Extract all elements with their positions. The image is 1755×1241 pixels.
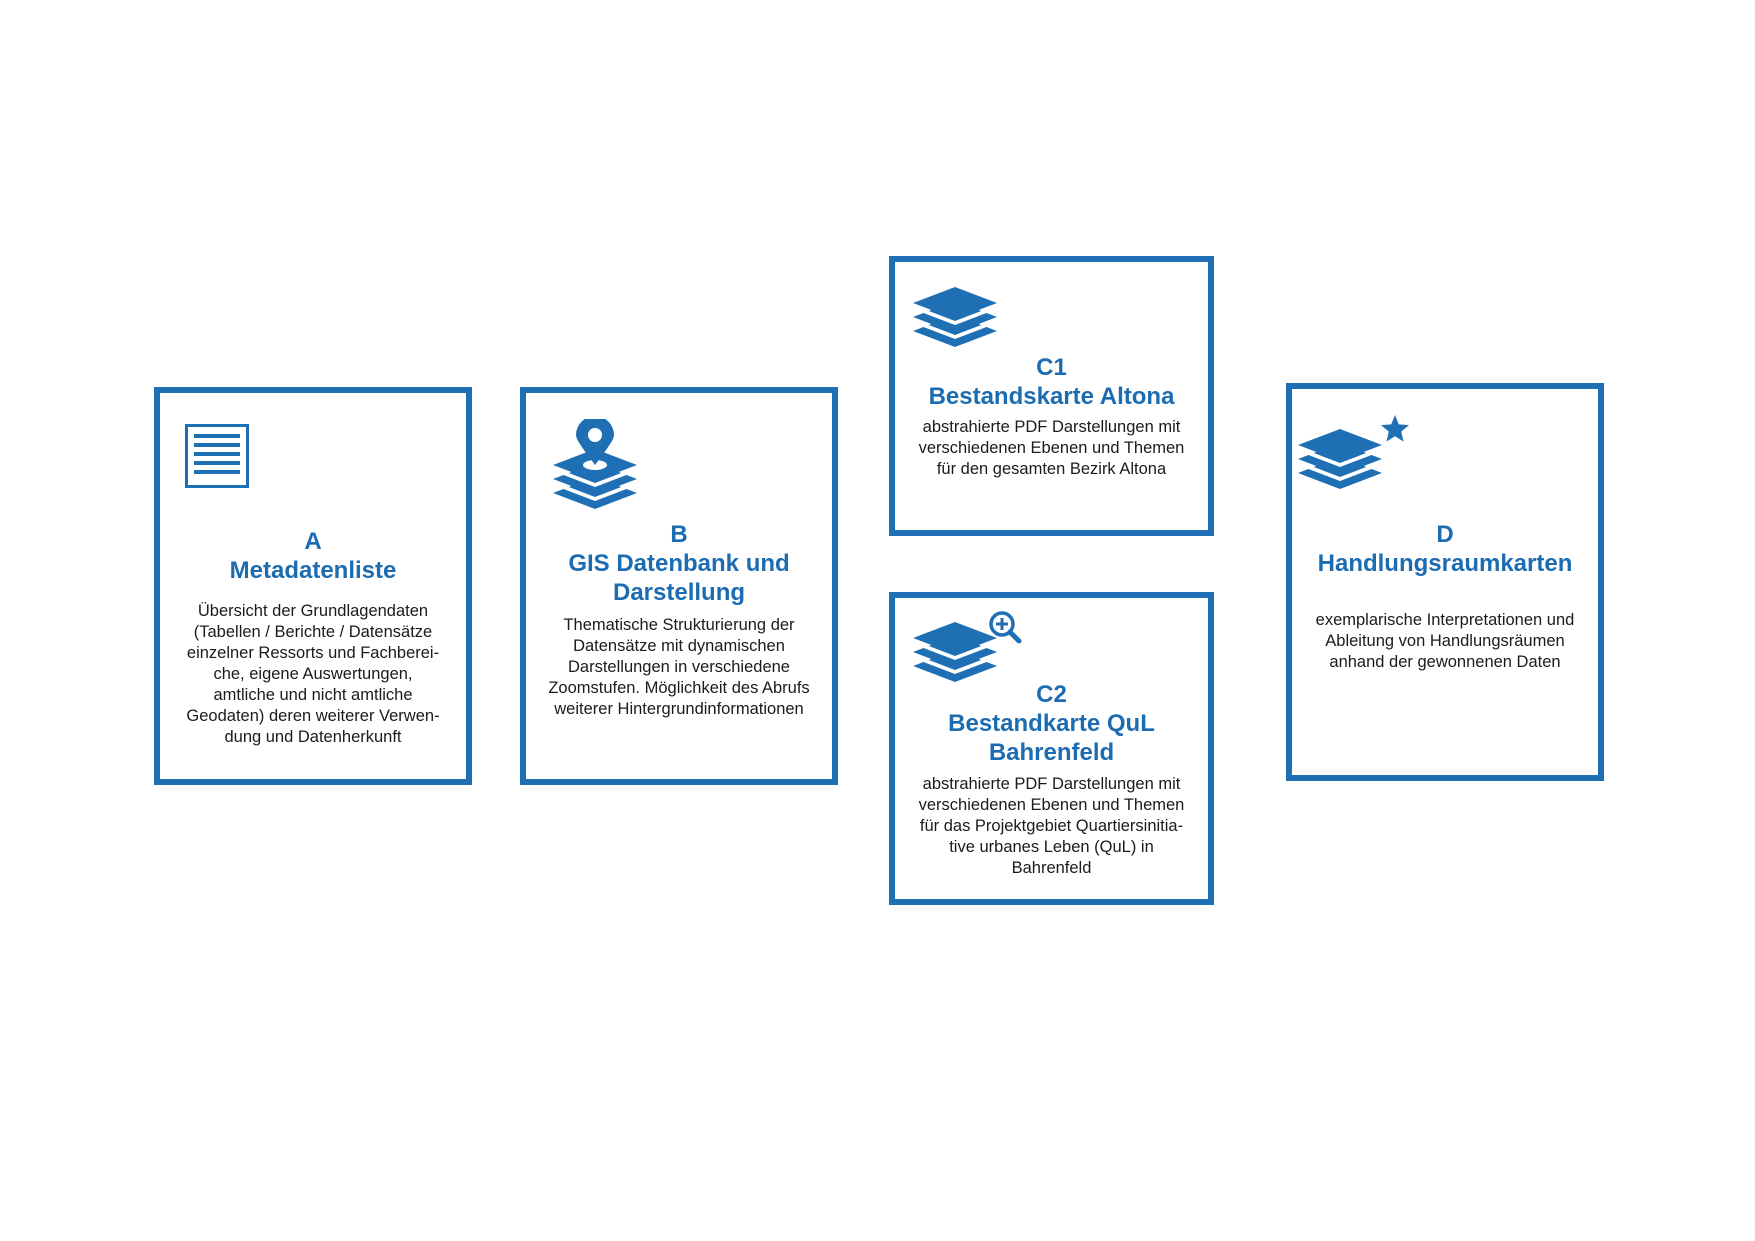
- desc-line: amtliche und nicht amtliche: [213, 686, 413, 704]
- card-c1-title: Bestandskarte Altona: [928, 383, 1175, 410]
- card-b-gis-datenbank: B GIS Datenbank und Darstellung Thematis…: [520, 387, 838, 785]
- desc-line: (Tabellen / Berichte / Datensätze: [193, 623, 433, 641]
- card-b-title-line1: GIS Datenbank und: [568, 550, 790, 577]
- desc-line: Ableitung von Handlungsräumen: [1325, 632, 1565, 650]
- desc-line: weiterer Hintergrundinformationen: [554, 700, 804, 718]
- desc-line: dung und Datenherkunft: [224, 728, 402, 746]
- card-a-metadatenliste: A Metadatenliste Übersicht der Grundlage…: [154, 387, 472, 785]
- card-c2-title-line1: Bestandkarte QuL: [948, 710, 1155, 737]
- card-c1-heading: C1 Bestandskarte Altona: [895, 353, 1208, 411]
- card-b-title-line2: Darstellung: [612, 579, 746, 606]
- card-c1-letter: C1: [1036, 354, 1067, 381]
- card-b-letter: B: [670, 521, 688, 548]
- desc-line: Bahrenfeld: [1011, 859, 1092, 877]
- card-b-description: Thematische Strukturierung der Datensätz…: [526, 615, 832, 720]
- desc-line: anhand der gewonnenen Daten: [1329, 653, 1561, 671]
- desc-line: verschiedenen Ebenen und Themen: [918, 796, 1185, 814]
- desc-line: einzelner Ressorts und Fachberei-: [186, 644, 440, 662]
- card-c1-bestandskarte-altona: C1 Bestandskarte Altona abstrahierte PDF…: [889, 256, 1214, 536]
- desc-line: für das Projektgebiet Quartiersinitia-: [919, 817, 1184, 835]
- map-pin-layers-icon: [553, 419, 637, 509]
- desc-line: Zoomstufen. Möglichkeit des Abrufs: [548, 679, 810, 697]
- layers-star-icon: [1298, 415, 1409, 489]
- desc-line: che, eigene Auswertungen,: [213, 665, 413, 683]
- card-a-title: Metadatenliste: [229, 557, 397, 584]
- card-d-title: Handlungsraumkarten: [1317, 550, 1573, 577]
- card-d-description: exemplarische Interpretationen und Ablei…: [1292, 610, 1598, 673]
- card-c2-title-line2: Bahrenfeld: [988, 739, 1115, 766]
- card-a-heading: A Metadatenliste: [160, 527, 466, 585]
- desc-line: Datensätze mit dynamischen: [573, 637, 785, 655]
- card-d-handlungsraumkarten: D Handlungsraumkarten exemplarische Inte…: [1286, 383, 1604, 781]
- desc-line: Thematische Strukturierung der: [563, 616, 795, 634]
- card-a-letter: A: [304, 528, 322, 555]
- card-c1-description: abstrahierte PDF Darstellungen mit versc…: [895, 417, 1208, 480]
- desc-line: abstrahierte PDF Darstellungen mit: [922, 775, 1181, 793]
- card-d-letter: D: [1436, 521, 1454, 548]
- desc-line: für den gesamten Bezirk Altona: [936, 460, 1167, 478]
- desc-line: Darstellungen in verschiedene: [568, 658, 790, 676]
- card-c2-heading: C2 Bestandkarte QuL Bahrenfeld: [895, 680, 1208, 767]
- desc-line: tive urbanes Leben (QuL) in: [949, 838, 1154, 856]
- layers-icon: [913, 287, 997, 347]
- card-c2-description: abstrahierte PDF Darstellungen mit versc…: [895, 774, 1208, 879]
- layers-zoom-icon: [913, 611, 1022, 682]
- card-c2-bestandkarte-qul: C2 Bestandkarte QuL Bahrenfeld abstrahie…: [889, 592, 1214, 905]
- document-list-icon: [185, 424, 249, 488]
- card-a-description: Übersicht der Grundlagendaten (Tabellen …: [160, 601, 466, 748]
- card-b-heading: B GIS Datenbank und Darstellung: [526, 520, 832, 607]
- desc-line: Übersicht der Grundlagendaten: [197, 602, 429, 620]
- desc-line: Geodaten) deren weiterer Verwen-: [186, 707, 440, 725]
- desc-line: exemplarische Interpretationen und: [1315, 611, 1575, 629]
- desc-line: abstrahierte PDF Darstellungen mit: [922, 418, 1181, 436]
- card-d-heading: D Handlungsraumkarten: [1292, 520, 1598, 578]
- card-c2-letter: C2: [1036, 681, 1067, 708]
- desc-line: verschiedenen Ebenen und Themen: [918, 439, 1185, 457]
